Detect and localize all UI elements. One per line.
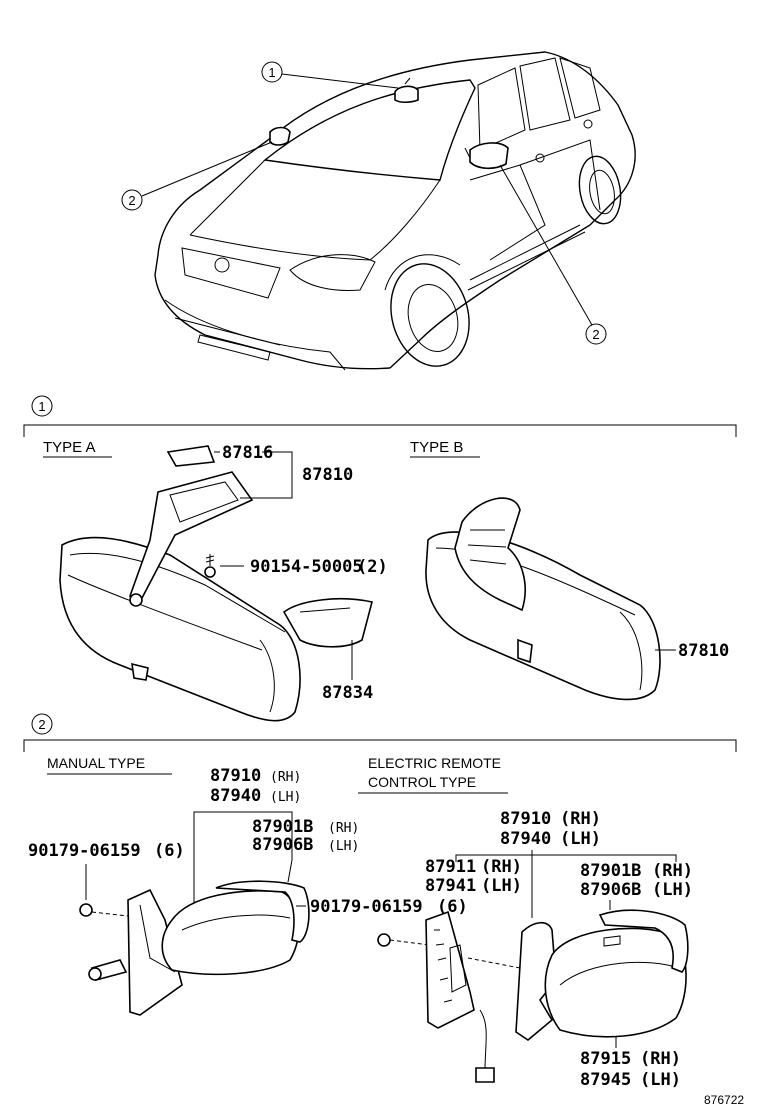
callout-2-left: 2	[121, 141, 273, 211]
svg-text:(RH): (RH)	[481, 857, 522, 877]
pad-87816	[166, 445, 216, 467]
svg-text:87810: 87810	[678, 641, 729, 661]
inner-mirror-type-a	[59, 471, 301, 722]
svg-text:90154-50005: 90154-50005	[250, 557, 363, 577]
svg-text:(6): (6)	[437, 897, 468, 917]
callout-2-right: 2	[499, 164, 607, 345]
inner-mirror-type-b	[425, 497, 661, 701]
car-illustration	[154, 51, 636, 371]
svg-text:(LH): (LH)	[640, 1070, 681, 1090]
svg-text:1: 1	[268, 65, 275, 80]
svg-text:(RH): (RH)	[560, 809, 601, 829]
electric-type-label-1: ELECTRIC REMOTE	[368, 755, 501, 771]
svg-text:(RH): (RH)	[640, 1049, 681, 1069]
svg-text:87910: 87910	[210, 766, 261, 786]
svg-text:90179-06159: 90179-06159	[28, 841, 141, 861]
svg-text:87816: 87816	[222, 443, 273, 463]
cover-87834	[282, 598, 373, 648]
svg-text:87901B: 87901B	[580, 861, 641, 881]
svg-text:87940: 87940	[210, 786, 261, 806]
svg-text:2: 2	[38, 717, 45, 732]
svg-text:(6): (6)	[154, 841, 185, 861]
callout-1-top: 1	[261, 61, 399, 89]
section-1: 1 TYPE A TYPE B	[23, 395, 737, 722]
svg-text:87901B: 87901B	[252, 817, 313, 837]
svg-text:87945: 87945	[580, 1070, 631, 1090]
diagram-code: 876722	[704, 1093, 744, 1107]
svg-text:(RH): (RH)	[270, 770, 301, 785]
svg-text:87915: 87915	[580, 1049, 631, 1069]
svg-text:(LH): (LH)	[560, 829, 601, 849]
svg-text:(2): (2)	[357, 557, 388, 577]
type-b-label: TYPE B	[410, 439, 463, 456]
screw-90154	[204, 554, 216, 578]
svg-text:(RH): (RH)	[328, 821, 359, 836]
svg-text:87911: 87911	[425, 857, 476, 877]
svg-text:87906B: 87906B	[252, 835, 313, 855]
svg-text:87941: 87941	[425, 876, 476, 896]
manual-type-label: MANUAL TYPE	[47, 755, 145, 771]
svg-text:90179-06159: 90179-06159	[310, 897, 423, 917]
svg-text:1: 1	[38, 399, 45, 414]
svg-text:2: 2	[592, 327, 599, 342]
type-a-label: TYPE A	[43, 439, 96, 456]
outer-mirror-electric	[377, 909, 689, 1083]
svg-text:(LH): (LH)	[328, 839, 359, 854]
electric-type-label-2: CONTROL TYPE	[368, 774, 476, 790]
svg-text:(LH): (LH)	[270, 790, 301, 805]
svg-text:(LH): (LH)	[481, 876, 522, 896]
svg-text:87906B: 87906B	[580, 880, 641, 900]
svg-text:2: 2	[128, 193, 135, 208]
section-2: 2 MANUAL TYPE ELECTRIC REMOTE CONTROL TY…	[23, 713, 744, 1107]
svg-text:87834: 87834	[322, 683, 373, 703]
svg-text:87940: 87940	[500, 829, 551, 849]
svg-text:87810: 87810	[302, 465, 353, 485]
svg-text:(RH): (RH)	[652, 861, 693, 881]
svg-text:(LH): (LH)	[652, 880, 693, 900]
svg-text:87910: 87910	[500, 809, 551, 829]
outer-mirror-manual	[79, 880, 310, 1016]
